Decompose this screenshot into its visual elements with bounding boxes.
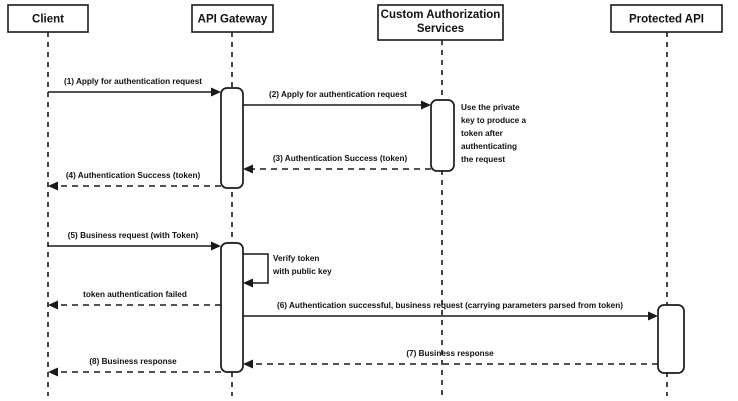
participant-box-client[interactable]	[7, 4, 89, 33]
message-7-arrowhead	[243, 359, 253, 369]
activation-bar-api-gateway-2	[220, 242, 244, 373]
activation-bars-group	[220, 87, 685, 374]
message-8-arrowhead	[48, 367, 58, 377]
message-7-label: (7) Business response	[406, 349, 494, 358]
message-7: (7) Business response	[243, 349, 658, 369]
participant-label-custom-auth-line1: Custom Authorization	[381, 9, 501, 21]
note-line-3: token after	[461, 129, 504, 138]
participant-custom-auth[interactable]: Custom Authorization Services	[377, 4, 504, 41]
participant-api-gateway[interactable]: API Gateway	[191, 4, 274, 33]
note-private-key: Use the private key to produce a token a…	[461, 103, 527, 164]
message-token-auth-failed-arrowhead	[48, 300, 58, 310]
participant-client[interactable]: Client	[7, 4, 89, 33]
participant-label-protected-api: Protected API	[629, 14, 704, 26]
message-3-label: (3) Authentication Success (token)	[273, 154, 408, 163]
self-message-label-line1: Verify token	[273, 254, 319, 263]
self-message-label-line2: with public key	[272, 267, 332, 276]
note-line-1: Use the private	[461, 103, 520, 112]
message-5-label: (5) Business request (with Token)	[68, 231, 199, 240]
participant-box-custom-auth[interactable]	[377, 4, 504, 41]
message-8-label: (8) Business response	[89, 357, 177, 366]
participant-label-api-gateway: API Gateway	[198, 14, 268, 26]
message-5-arrowhead	[211, 241, 221, 251]
message-token-auth-failed: token authentication failed	[48, 290, 221, 310]
note-line-4: authenticating	[461, 142, 517, 151]
message-8: (8) Business response	[48, 357, 221, 377]
message-2-label: (2) Apply for authentication request	[269, 90, 407, 99]
message-4-label: (4) Authentication Success (token)	[66, 171, 201, 180]
message-1-label: (1) Apply for authentication request	[64, 77, 202, 86]
self-message-arrowhead	[243, 278, 253, 288]
activation-bar-protected-api-1	[657, 304, 685, 374]
message-6-arrowhead	[648, 311, 658, 321]
participant-box-protected-api[interactable]	[610, 4, 723, 33]
activation-bar-custom-auth-1	[430, 99, 455, 172]
activation-bar-api-gateway-1	[220, 87, 244, 189]
message-2-arrowhead	[421, 100, 431, 110]
message-2: (2) Apply for authentication request	[243, 90, 431, 110]
self-message-path	[243, 253, 269, 284]
participant-protected-api[interactable]: Protected API	[610, 4, 723, 33]
participant-box-api-gateway[interactable]	[191, 4, 274, 33]
message-4-arrowhead	[48, 181, 58, 191]
note-line-2: key to produce a	[461, 116, 527, 125]
message-token-auth-failed-label: token authentication failed	[83, 290, 187, 299]
lifelines-group	[47, 32, 668, 396]
message-3: (3) Authentication Success (token)	[243, 154, 431, 174]
message-4: (4) Authentication Success (token)	[48, 171, 221, 191]
message-5: (5) Business request (with Token)	[48, 231, 221, 251]
participant-label-custom-auth-line2: Services	[417, 23, 464, 35]
participant-label-client: Client	[32, 14, 64, 26]
message-1-arrowhead	[211, 87, 221, 97]
self-message-verify-token: Verify token with public key	[243, 253, 332, 288]
message-3-arrowhead	[243, 164, 253, 174]
message-6: (6) Authentication successful, business …	[243, 301, 658, 321]
note-line-5: the request	[461, 155, 505, 164]
message-6-label: (6) Authentication successful, business …	[277, 301, 623, 310]
message-1: (1) Apply for authentication request	[48, 77, 221, 97]
